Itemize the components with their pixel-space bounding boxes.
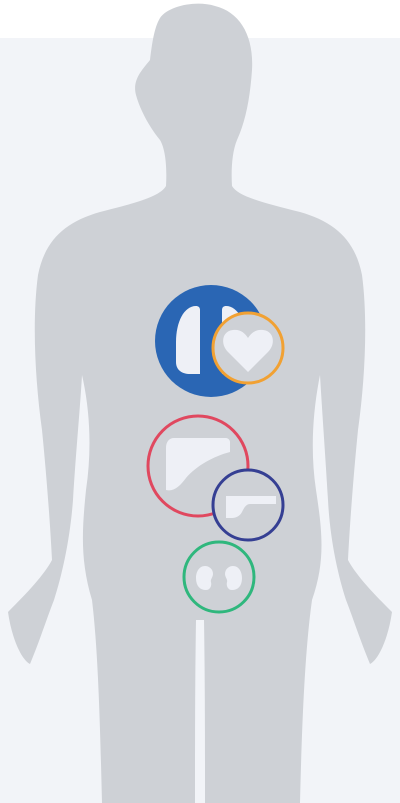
organ-heart-button[interactable] bbox=[213, 313, 283, 383]
organ-pancreas-button[interactable] bbox=[213, 470, 283, 540]
organ-kidneys-button[interactable] bbox=[184, 542, 254, 612]
human-silhouette bbox=[8, 4, 392, 803]
